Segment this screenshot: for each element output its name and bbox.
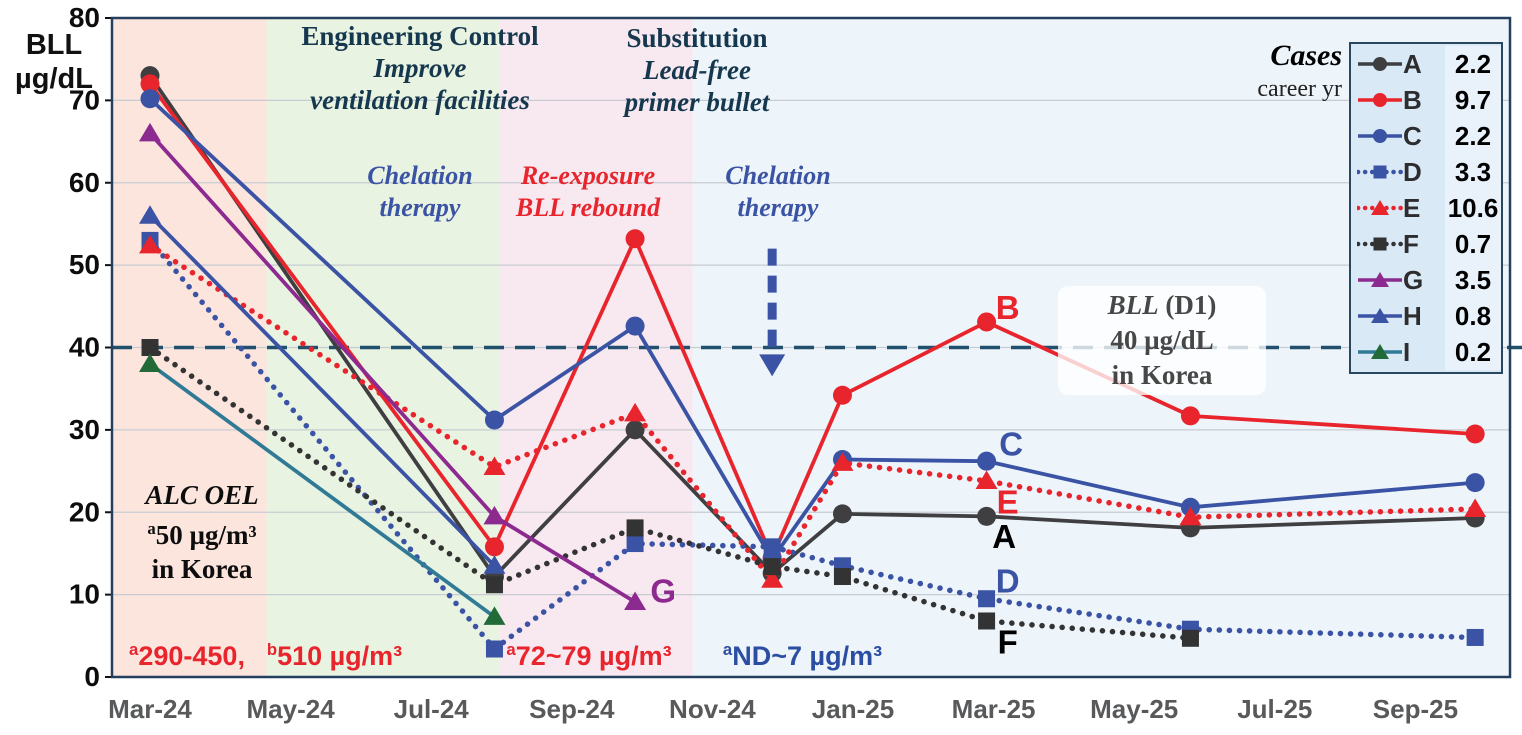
series-line-H bbox=[148, 214, 496, 568]
legend-case-A: A bbox=[1403, 48, 1422, 79]
series-line-C bbox=[148, 97, 1476, 563]
legend-case-D: D bbox=[1403, 156, 1422, 187]
legend-item-B: B 9.7 bbox=[1357, 82, 1501, 118]
legend-header: Cases career yr bbox=[1160, 38, 1342, 104]
legend-careeryr-C: 2.2 bbox=[1445, 118, 1501, 154]
point-label-E: E bbox=[997, 483, 1019, 520]
point-label-C: C bbox=[999, 426, 1023, 463]
y-axis-title-line2: µg/dL bbox=[15, 63, 93, 95]
x-tick-label-Nov-24: Nov-24 bbox=[669, 694, 756, 724]
legend-swatch-A bbox=[1358, 57, 1402, 71]
x-tick-label-Jul-24: Jul-24 bbox=[394, 694, 470, 724]
legend-item-I: I 0.2 bbox=[1357, 334, 1501, 370]
y-tick-label-80: 80 bbox=[69, 2, 100, 33]
point-label-F: F bbox=[998, 623, 1018, 660]
legend-swatch-H bbox=[1358, 308, 1402, 323]
chelation-arrow-head bbox=[759, 354, 786, 377]
x-tick-label-May-25: May-25 bbox=[1090, 694, 1178, 724]
legend-careeryr-I: 0.2 bbox=[1445, 334, 1501, 370]
series-line-E bbox=[147, 242, 1478, 585]
series-line-D bbox=[147, 237, 1478, 653]
series-line-I bbox=[148, 362, 496, 619]
series-I bbox=[139, 353, 506, 625]
legend-subtitle: career yr bbox=[1257, 76, 1342, 102]
legend-case-I: I bbox=[1403, 336, 1411, 367]
legend-item-C: C 2.2 bbox=[1357, 118, 1501, 154]
legend-title: Cases bbox=[1270, 39, 1342, 72]
point-label-B: B bbox=[996, 289, 1020, 326]
plot-border bbox=[110, 16, 1512, 679]
legend-swatch-C bbox=[1358, 129, 1402, 143]
legend-swatch-D bbox=[1357, 165, 1403, 179]
x-tick-label-Sep-25: Sep-25 bbox=[1373, 694, 1458, 724]
series-E bbox=[139, 234, 1487, 588]
x-tick-label-Jan-25: Jan-25 bbox=[812, 694, 894, 724]
legend-item-E: E 10.6 bbox=[1357, 190, 1501, 226]
legend-case-G: G bbox=[1403, 264, 1424, 295]
x-tick-label-Mar-25: Mar-25 bbox=[952, 694, 1036, 724]
legend-case-H: H bbox=[1403, 300, 1422, 331]
legend-item-G: G 3.5 bbox=[1357, 262, 1501, 298]
y-tick-label-70: 70 bbox=[69, 84, 100, 115]
legend-case-F: F bbox=[1403, 228, 1419, 259]
legend-item-A: A 2.2 bbox=[1357, 46, 1501, 82]
legend-swatch-G bbox=[1358, 272, 1402, 287]
y-tick-label-50: 50 bbox=[69, 249, 100, 280]
y-tick-label-40: 40 bbox=[69, 332, 100, 363]
legend-careeryr-E: 10.6 bbox=[1445, 190, 1501, 226]
y-tick-label-10: 10 bbox=[69, 579, 100, 610]
series-G bbox=[139, 122, 647, 611]
legend-swatch-F bbox=[1357, 237, 1403, 251]
legend-item-H: H 0.8 bbox=[1357, 298, 1501, 334]
x-tick-label-Mar-24: Mar-24 bbox=[108, 694, 192, 724]
legend-careeryr-A: 2.2 bbox=[1445, 46, 1501, 82]
legend-swatch-E bbox=[1357, 200, 1403, 215]
y-tick-label-20: 20 bbox=[69, 496, 100, 527]
series-H bbox=[139, 205, 506, 574]
point-label-G: G bbox=[650, 572, 676, 609]
legend-swatch-B bbox=[1358, 93, 1402, 107]
legend-careeryr-B: 9.7 bbox=[1445, 82, 1501, 118]
legend-case-C: C bbox=[1403, 120, 1422, 151]
series-line-A bbox=[148, 74, 1476, 580]
legend-swatch-I bbox=[1358, 344, 1402, 359]
point-label-A: A bbox=[992, 518, 1016, 555]
legend-item-D: D 3.3 bbox=[1357, 154, 1501, 190]
y-tick-label-60: 60 bbox=[69, 167, 100, 198]
series-line-B bbox=[148, 82, 1476, 563]
x-tick-label-Sep-24: Sep-24 bbox=[529, 694, 615, 724]
legend-careeryr-H: 0.8 bbox=[1445, 298, 1501, 334]
legend-item-F: F 0.7 bbox=[1357, 226, 1501, 262]
series-F bbox=[141, 339, 1199, 647]
legend-careeryr-G: 3.5 bbox=[1445, 262, 1501, 298]
y-tick-label-30: 30 bbox=[69, 414, 100, 445]
legend-case-E: E bbox=[1403, 192, 1421, 223]
y-tick-label-0: 0 bbox=[84, 661, 100, 692]
x-tick-label-May-24: May-24 bbox=[247, 694, 336, 724]
y-axis-title-line1: BLL bbox=[25, 29, 83, 61]
x-tick-label-Jul-25: Jul-25 bbox=[1237, 694, 1312, 724]
point-label-D: D bbox=[996, 562, 1020, 599]
y-axis-title: BLL µg/dL bbox=[2, 28, 106, 96]
legend-careeryr-F: 0.7 bbox=[1445, 226, 1501, 262]
legend-careeryr-D: 3.3 bbox=[1445, 154, 1501, 190]
legend-case-B: B bbox=[1403, 84, 1422, 115]
